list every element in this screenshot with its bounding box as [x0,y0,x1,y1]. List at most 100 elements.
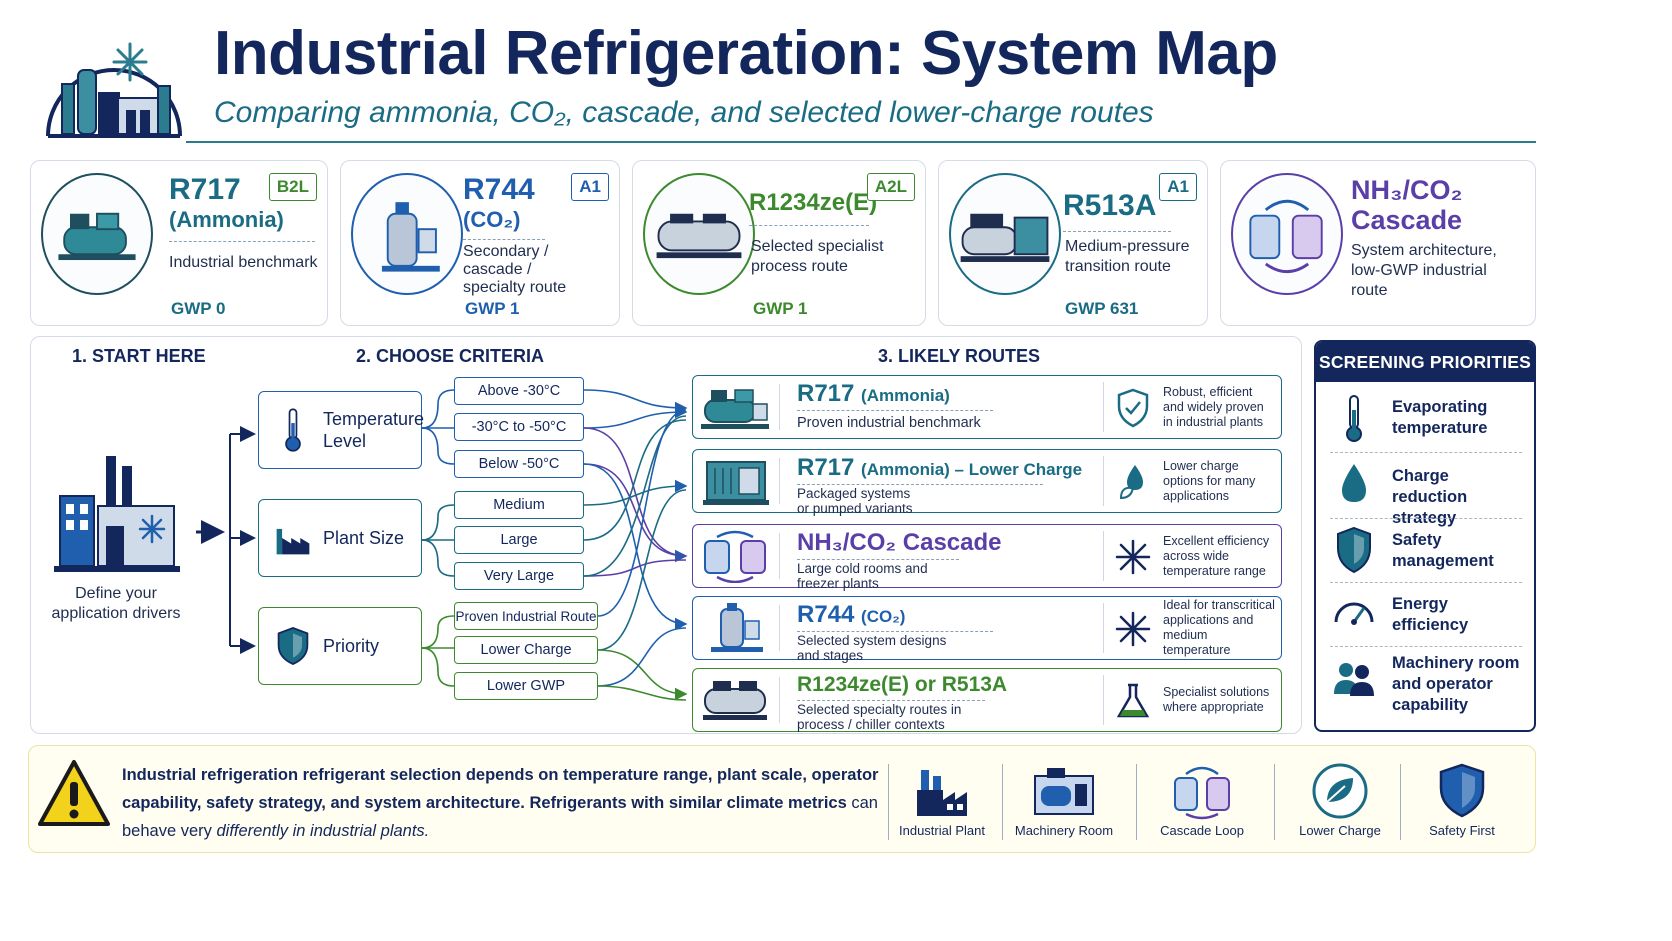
card-name: R513A [1063,189,1157,222]
option-very-large[interactable]: Very Large [454,562,584,590]
option-minus-30-to-minus-50[interactable]: -30°C to -50°C [454,413,584,441]
card-nh3-co2-cascade[interactable]: NH₃/CO₂ Cascade System architecture, low… [1220,160,1536,326]
route-name-sub: (Ammonia) – Lower Charge [861,460,1083,479]
screening-priorities-panel: SCREENING PRIORITIES Evaporating tempera… [1314,340,1536,732]
note-italic: differently in industrial plants. [216,822,430,840]
route-r744[interactable]: R744 (CO₂) Selected system designs and s… [692,596,1282,663]
route-dash [797,559,959,560]
droplet-leaf-icon [1119,465,1143,500]
step-2-label: 2. CHOOSE CRITERIA [356,346,545,366]
route-dash [797,410,993,411]
route-benefit: Lower charge options for many applicatio… [1163,458,1256,503]
gauge-icon [1334,602,1374,625]
route-divider [1103,456,1104,506]
route-dash [797,631,993,632]
priority-label: Energy efficiency [1392,595,1469,634]
route-benefit: Robust, efficient and widely proven in i… [1163,384,1264,429]
card-name: R1234ze(E) [749,189,878,216]
bottom-note-panel [28,745,1536,853]
compressor-unit-icon [949,173,1061,295]
route-desc: Packaged systems or pumped variants [797,486,913,516]
card-name-sub: (CO₂) [463,207,521,232]
route-desc: Selected specialty routes in process / c… [797,702,962,732]
route-name-sub: (Ammonia) [861,386,950,405]
route-desc: Proven industrial benchmark [797,415,981,431]
route-desc: Selected system designs and stages [797,633,947,663]
co2-vessel-icon [711,603,763,652]
route-divider [779,677,780,723]
route-r1234ze-or-r513a[interactable]: R1234ze(E) or R513A Selected specialty r… [692,668,1282,732]
option-lower-gwp[interactable]: Lower GWP [454,672,598,700]
route-divider [1103,382,1104,432]
step-3-label: 3. LIKELY ROUTES [878,346,1041,366]
bottom-note-text: Industrial refrigeration refrigerant sel… [122,761,892,845]
card-name-sub: Cascade [1351,205,1463,235]
operators-icon [1334,663,1374,696]
route-name-main: R1234ze(E) or R513A [797,673,1008,696]
safety-class-badge: A1 [1159,173,1197,201]
droplet-icon [1342,464,1366,502]
footer-divider [1136,764,1137,840]
route-name-main: R717 [797,380,855,407]
footer-divider [1400,764,1401,840]
option-medium[interactable]: Medium [454,491,584,519]
footer-label: Safety First [1429,823,1495,838]
machinery-room-icon [1034,768,1094,815]
option-large[interactable]: Large [454,526,584,554]
option-proven-industrial-route[interactable]: Proven Industrial Route [454,602,598,630]
route-desc: Large cold rooms and freezer plants [797,561,928,591]
card-divider [749,225,869,226]
card-r513a[interactable]: R513A Medium-pressure transition route G… [938,160,1208,326]
criteria-plant-size[interactable]: Plant Size [258,499,422,577]
safety-class-badge: A2L [866,173,915,201]
route-name-main: R717 [797,454,855,481]
card-r1234ze[interactable]: R1234ze(E) Selected specialist process r… [632,160,926,326]
option-below-minus-50[interactable]: Below -50°C [454,450,584,478]
route-nh3-co2-cascade[interactable]: NH₃/CO₂ Cascade Large cold rooms and fre… [692,524,1282,591]
refrigeration-plant-logo-icon [46,42,182,138]
footer-industrial-plant: Industrial Plant [878,762,1006,838]
card-r744[interactable]: R744 (CO₂) Secondary / cascade / special… [340,160,620,326]
card-name-sub: (Ammonia) [169,207,284,232]
route-divider [1103,531,1104,581]
industrial-plant-icon [917,770,967,816]
priority-label: Safety management [1392,531,1494,570]
card-desc: System architecture, low-GWP industrial … [1351,242,1497,299]
card-desc: Selected specialist process route [751,238,884,275]
route-r717-lower-charge[interactable]: R717 (Ammonia) – Lower Charge Packaged s… [692,449,1282,516]
factory-icon [271,500,315,576]
packaged-unit-icon [703,461,769,505]
card-desc: Secondary / cascade / specialty route [463,243,567,296]
criteria-priority[interactable]: Priority [258,607,422,685]
route-dash [797,700,985,701]
warning-icon [38,760,110,826]
ammonia-compressor-icon [41,173,153,295]
ammonia-compressor-icon [701,389,769,429]
card-divider [1063,231,1171,232]
card-name: R744 [463,173,535,206]
route-name-main: NH₃/CO₂ Cascade [797,529,1002,556]
route-name: R717 (Ammonia) – Lower Charge [797,454,1082,482]
criteria-label: Priority [323,636,380,656]
criteria-temperature[interactable]: Temperature Level [258,391,424,469]
note-bold: Industrial refrigeration refrigerant sel… [122,766,879,812]
route-r717[interactable]: R717 (Ammonia) Proven industrial benchma… [692,375,1282,439]
route-benefit: Specialist solutions where appropriate [1163,685,1270,714]
footer-label: Lower Charge [1299,823,1381,838]
criteria-label: Plant Size [323,528,405,548]
option-above-minus-30[interactable]: Above -30°C [454,377,584,405]
card-gwp: GWP 1 [753,299,808,318]
option-lower-charge[interactable]: Lower Charge [454,636,598,664]
route-name-sub: (CO₂) [861,607,906,626]
route-dash [797,484,1043,485]
thermometer-icon [271,392,315,468]
page-title: Industrial Refrigeration: System Map [214,19,1278,88]
route-divider [1103,675,1104,725]
card-r717[interactable]: R717 (Ammonia) Industrial benchmark GWP … [30,160,328,326]
footer-label: Industrial Plant [899,823,985,838]
route-benefit: Excellent efficiency across wide tempera… [1163,533,1270,578]
chiller-icon [643,173,755,295]
footer-label: Machinery Room [1014,823,1114,838]
header-divider [186,141,1536,143]
safety-class-badge: B2L [268,173,317,201]
